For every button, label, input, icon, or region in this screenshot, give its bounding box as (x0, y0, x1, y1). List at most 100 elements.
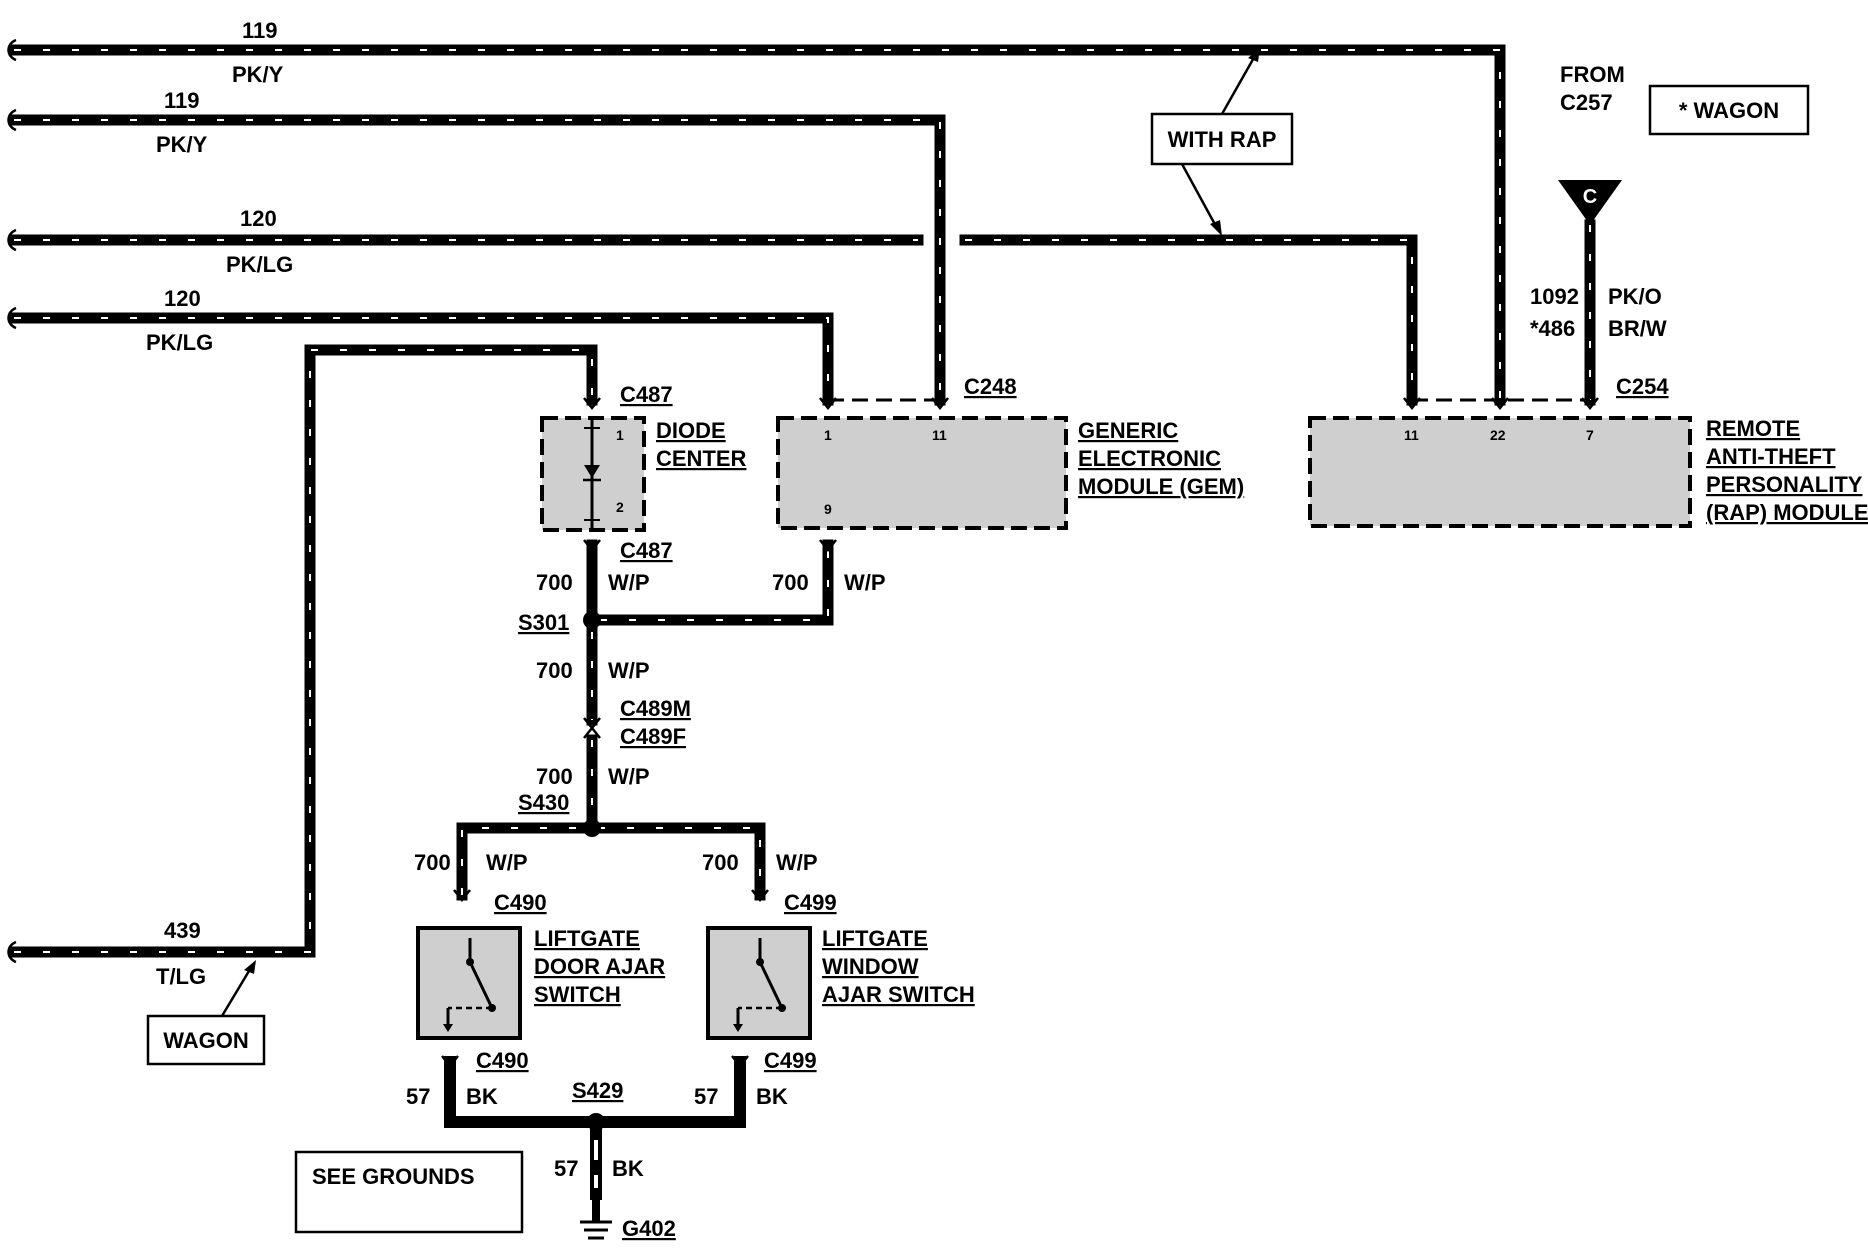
ground-icon (580, 1200, 612, 1240)
wire-57b-number: 57 (694, 1084, 718, 1109)
ground-g402: G402 (622, 1216, 676, 1241)
wire-486-color: BR/W (1608, 316, 1667, 341)
wagon-star-note-box (1648, 84, 1810, 136)
liftgate-window-label: LIFTGATE WINDOW AJAR SWITCH (822, 926, 975, 1007)
wire-119-second (8, 114, 946, 406)
wire-57a-color: BK (466, 1084, 498, 1109)
wire-1092-number: 1092 (1530, 284, 1579, 309)
pin-rap-22: 22 (1490, 427, 1506, 443)
wire-700d-number: 700 (536, 764, 573, 789)
connector-c-letter: C (1583, 186, 1597, 208)
splice-s429: S429 (572, 1078, 623, 1103)
wire-700-s301 (586, 539, 834, 726)
rap-label-line4: (RAP) MODULE (1706, 500, 1868, 525)
connector-c490-bottom: C490 (476, 1048, 529, 1073)
wire-700a-number: 700 (536, 570, 573, 595)
wire-700a-color: W/P (608, 570, 650, 595)
wire-700-s430 (456, 734, 766, 901)
connector-c248: C248 (964, 374, 1017, 399)
wire-119b-number: 119 (164, 88, 200, 113)
rap-label-line1: REMOTE (1706, 416, 1800, 441)
splice-s301: S301 (518, 610, 569, 635)
rap-module (1308, 416, 1692, 528)
with-rap-arrow-up (1220, 53, 1258, 115)
connector-c-icon: C (1558, 180, 1622, 225)
wire-57c-color: BK (612, 1156, 644, 1181)
wagon-arrow (220, 965, 254, 1017)
see-grounds-note-box (294, 1150, 524, 1234)
gem-label: GENERIC ELECTRONIC MODULE (GEM) (1078, 418, 1244, 499)
wire-119a-number: 119 (242, 18, 278, 43)
pin-rap-11: 11 (1404, 427, 1419, 443)
liftgate-window-label-line2: WINDOW (822, 954, 919, 979)
rap-label: REMOTE ANTI-THEFT PERSONALITY (RAP) MODU… (1706, 416, 1868, 525)
wire-119a-color: PK/Y (232, 62, 284, 87)
splice-s430-dot (583, 819, 601, 837)
wire-700f-number: 700 (702, 850, 739, 875)
diode-center-label: DIODE CENTER (656, 418, 747, 471)
wire-57c-number: 57 (554, 1156, 578, 1181)
wagon-star-note: * WAGON (1679, 98, 1779, 123)
wire-700e-number: 700 (414, 850, 451, 875)
wire-486-number: *486 (1530, 316, 1575, 341)
with-rap-arrow-down (1180, 163, 1220, 231)
wire-700d-color: W/P (608, 764, 650, 789)
wire-700f-color: W/P (776, 850, 818, 875)
wire-439-color: T/LG (156, 964, 206, 989)
wire-120b-number: 120 (164, 286, 201, 311)
wire-120-rap (959, 234, 1418, 406)
from-label-line2: C257 (1560, 90, 1613, 115)
splice-s430: S430 (518, 790, 569, 815)
wire-700c-color: W/P (608, 658, 650, 683)
wire-119-top (8, 44, 1506, 406)
wire-700e-color: W/P (486, 850, 528, 875)
wire-120-gem (8, 312, 834, 406)
pin-gem-1: 1 (824, 427, 832, 443)
diode-icon (583, 418, 601, 530)
connector-c487-bottom: C487 (620, 538, 673, 563)
wire-120a-number: 120 (240, 206, 277, 231)
wire-700c-number: 700 (536, 658, 573, 683)
arrowhead-icon (1248, 48, 1260, 62)
wire-1092-color: PK/O (1608, 284, 1662, 309)
gem-label-line2: ELECTRONIC (1078, 446, 1221, 471)
diode-center-label-line2: CENTER (656, 446, 747, 471)
liftgate-door-label: LIFTGATE DOOR AJAR SWITCH (534, 926, 665, 1007)
gem-module (776, 416, 1068, 530)
arrowhead-icon (244, 960, 256, 974)
pin-gem-9: 9 (824, 501, 832, 517)
wire-120b-color: PK/LG (146, 330, 213, 355)
with-rap-note-box (1150, 112, 1294, 166)
liftgate-window-ajar-switch (706, 926, 812, 1040)
pin-rap-7: 7 (1586, 427, 1594, 443)
with-rap-note: WITH RAP (1168, 127, 1277, 152)
splice-s301-dot (583, 611, 601, 629)
pin-gem-11: 11 (932, 427, 947, 443)
wire-57b-color: BK (756, 1084, 788, 1109)
connector-c489m: C489M (620, 696, 691, 721)
diode-center-label-line1: DIODE (656, 418, 726, 443)
liftgate-window-label-line3: AJAR SWITCH (822, 982, 975, 1007)
connector-c489f: C489F (620, 724, 686, 749)
connector-c499-bottom: C499 (764, 1048, 817, 1073)
wagon-note: WAGON (163, 1028, 249, 1053)
wire-439 (8, 344, 598, 958)
arrowhead-icon (1210, 220, 1222, 236)
rap-label-line3: PERSONALITY (1706, 472, 1863, 497)
pin-diode-2: 2 (616, 499, 624, 515)
liftgate-door-label-line3: SWITCH (534, 982, 621, 1007)
wire-700b-color: W/P (844, 570, 886, 595)
connector-c487-top: C487 (620, 382, 673, 407)
rap-label-line2: ANTI-THEFT (1706, 444, 1836, 469)
gem-label-line1: GENERIC (1078, 418, 1178, 443)
from-label-line1: FROM (1560, 62, 1625, 87)
wagon-note-box (146, 1014, 266, 1066)
connector-c490-top: C490 (494, 890, 547, 915)
liftgate-door-label-line2: DOOR AJAR (534, 954, 665, 979)
liftgate-window-label-line1: LIFTGATE (822, 926, 928, 951)
liftgate-door-ajar-switch (416, 926, 522, 1040)
wire-57a-number: 57 (406, 1084, 430, 1109)
wire-700b-number: 700 (772, 570, 809, 595)
wire-120a-color: PK/LG (226, 252, 293, 277)
